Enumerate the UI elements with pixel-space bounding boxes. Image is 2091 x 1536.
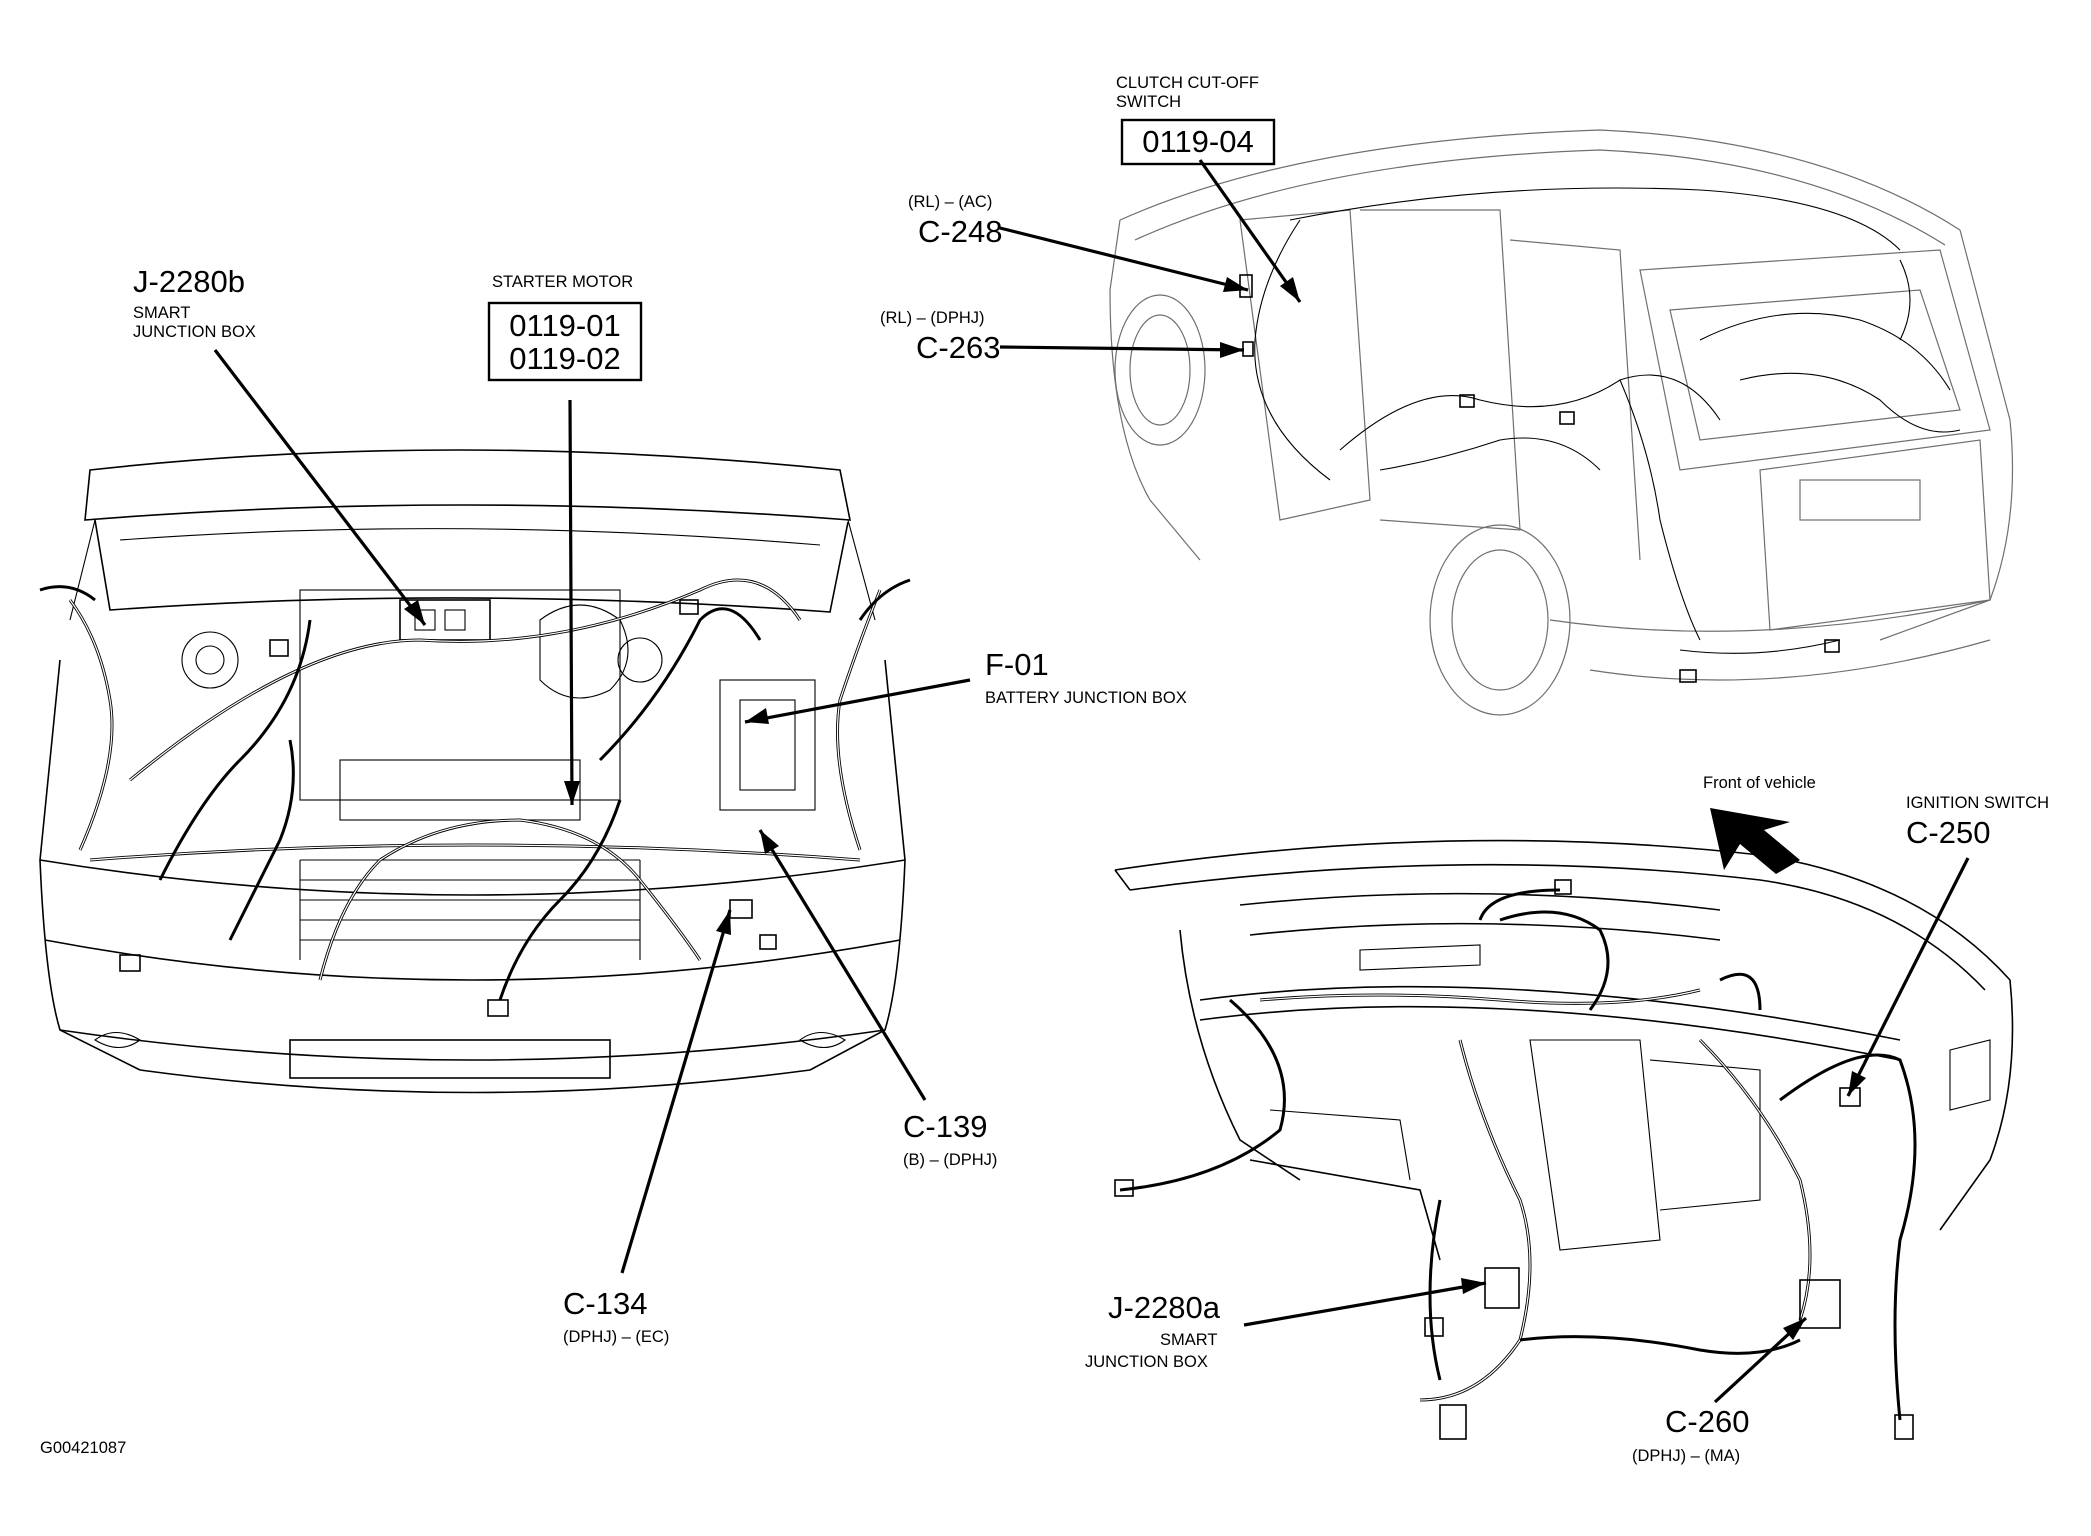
c139-label: C-139 (903, 1109, 987, 1144)
f01-label: F-01 (985, 647, 1049, 682)
starter-motor-code-2: 0119-02 (509, 341, 620, 376)
ignition-switch-title: IGNITION SWITCH (1906, 794, 2049, 812)
c248-label: C-248 (918, 214, 1002, 249)
starter-motor-code-1: 0119-01 (509, 308, 620, 343)
c263-location: (RL) – (DPHJ) (880, 309, 985, 327)
j2280a-desc-line2: JUNCTION BOX (1085, 1353, 1208, 1371)
leader-lines (213, 159, 1970, 1404)
clutch-switch-title-line2: SWITCH (1116, 93, 1181, 111)
j2280a-desc-line1: SMART (1160, 1331, 1217, 1349)
front-arrow-icon (1710, 808, 1800, 874)
c134-label: C-134 (563, 1286, 647, 1321)
engine-bay-illustration (39, 449, 911, 1094)
c139-location: (B) – (DPHJ) (903, 1151, 997, 1169)
clutch-switch-code-box (1120, 118, 1276, 166)
figure-id: G00421087 (40, 1439, 126, 1457)
rear-body-illustration (1109, 129, 2014, 716)
clutch-switch-code: 0119-04 (1142, 124, 1253, 159)
j2280a-label: J-2280a (1108, 1290, 1221, 1325)
c260-location: (DPHJ) – (MA) (1632, 1447, 1740, 1465)
leader-arrowheads (404, 277, 1866, 1340)
j2280b-desc-line1: SMART (133, 304, 190, 322)
c134-location: (DPHJ) – (EC) (563, 1328, 669, 1346)
front-of-vehicle-label: Front of vehicle (1703, 774, 1816, 792)
instrument-panel-illustration (1114, 808, 2014, 1440)
f01-desc: BATTERY JUNCTION BOX (985, 689, 1187, 707)
j2280b-label: J-2280b (133, 264, 245, 299)
starter-motor-title: STARTER MOTOR (492, 273, 633, 291)
c250-label: C-250 (1906, 815, 1990, 850)
starter-motor-code-box (487, 301, 643, 382)
clutch-switch-title-line1: CLUTCH CUT-OFF (1116, 74, 1259, 92)
c248-location: (RL) – (AC) (908, 193, 992, 211)
j2280b-desc-line2: JUNCTION BOX (133, 323, 256, 341)
c263-label: C-263 (916, 330, 1000, 365)
c260-label: C-260 (1665, 1404, 1749, 1439)
